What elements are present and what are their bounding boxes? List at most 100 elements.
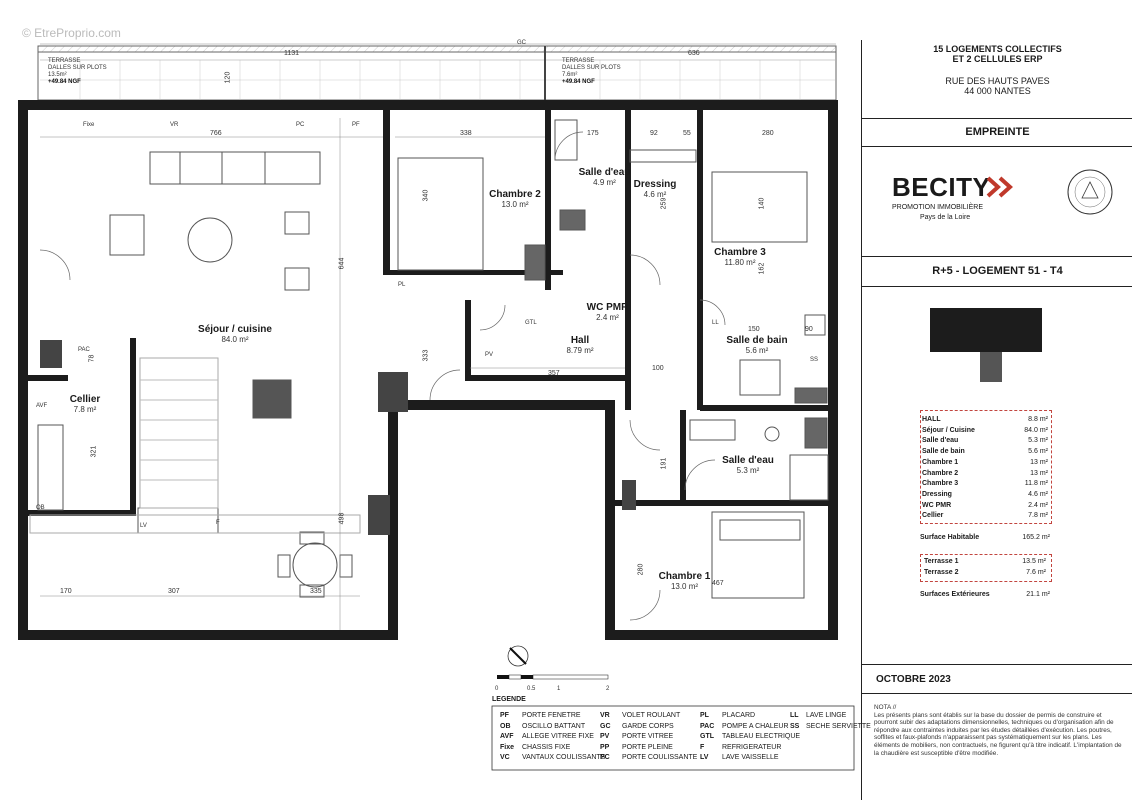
- furniture: [29, 119, 829, 599]
- scale-tick: 0: [495, 686, 499, 692]
- dim-label: 335: [310, 588, 322, 595]
- door-swings: [39, 131, 726, 621]
- scale-tick: 1: [557, 686, 561, 692]
- project-title-1: 15 LOGEMENTS COLLECTIFS: [933, 44, 1062, 54]
- dimension-lines: [40, 43, 836, 630]
- date-block: OCTOBRE 2023: [862, 664, 1132, 694]
- unit-header: R+5 - LOGEMENT 51 - T4: [862, 256, 1132, 287]
- nota-text: Les présents plans sont établis sur la b…: [874, 711, 1122, 757]
- code-label: LL: [712, 320, 719, 326]
- dim-label: 150: [748, 326, 760, 333]
- title-block: 15 LOGEMENTS COLLECTIFS ET 2 CELLULES ER…: [861, 40, 1132, 800]
- dim-label: 357: [548, 370, 560, 377]
- dim-label: 162: [758, 262, 766, 275]
- key-plan-building: [930, 308, 1042, 352]
- code-label: LV: [140, 523, 147, 529]
- dim-label: 120: [224, 71, 232, 84]
- code-label: VR: [170, 122, 179, 128]
- guardrail-top: [37, 45, 837, 53]
- brand-block: BECITY PROMOTION IMMOBILIÈRE Pays de la …: [862, 146, 1132, 257]
- dim-label: 78: [88, 354, 96, 363]
- brand-mark-icon: [986, 176, 1013, 198]
- dim-label: 340: [422, 189, 430, 202]
- surface-table-frame: [920, 410, 1052, 524]
- dim-label: 259: [660, 197, 668, 210]
- address-line-1: RUE DES HAUTS PAVES: [945, 76, 1050, 86]
- code-label: OB: [36, 505, 45, 511]
- code-label: PV: [485, 352, 494, 358]
- terrace-table-frame: [920, 554, 1052, 582]
- dim-label: 280: [762, 130, 774, 137]
- walls: [18, 100, 838, 640]
- floor-plan: © EtreProprio.com: [18, 26, 871, 771]
- code-label: SS: [810, 357, 819, 363]
- dim-label: 498: [338, 512, 346, 525]
- dim-label: 636: [688, 50, 700, 57]
- dim-label: 140: [758, 197, 766, 210]
- dim-label: 307: [168, 588, 180, 595]
- project-title-2: ET 2 CELLULES ERP: [952, 54, 1043, 64]
- dim-label: 333: [422, 349, 430, 362]
- nota-title: NOTA //: [874, 704, 897, 711]
- section-title: EMPREINTE: [965, 126, 1030, 138]
- code-label: F: [216, 520, 220, 526]
- legend-box: [491, 705, 855, 771]
- dim-label: 338: [460, 130, 472, 137]
- section-header: EMPREINTE: [862, 118, 1132, 147]
- scale-tick: 2: [606, 686, 610, 692]
- legend-title: LEGENDE: [492, 696, 526, 703]
- code-label: PL: [398, 282, 406, 288]
- code-label: AVF: [36, 403, 48, 409]
- dim-label: 170: [60, 588, 72, 595]
- brand-tagline: PROMOTION IMMOBILIÈRE: [892, 204, 984, 211]
- scale-bar: [497, 674, 609, 680]
- dim-label: 191: [660, 457, 668, 470]
- terrace-outline: [37, 45, 837, 101]
- dim-label: 92: [650, 130, 658, 137]
- project-header: 15 LOGEMENTS COLLECTIFS ET 2 CELLULES ER…: [862, 40, 1132, 119]
- code-label: PC: [296, 122, 305, 128]
- key-plan: [930, 296, 1042, 388]
- brand-region: Pays de la Loire: [920, 214, 971, 221]
- brand-logo: BECITY: [892, 172, 991, 202]
- dim-label: 280: [637, 563, 645, 576]
